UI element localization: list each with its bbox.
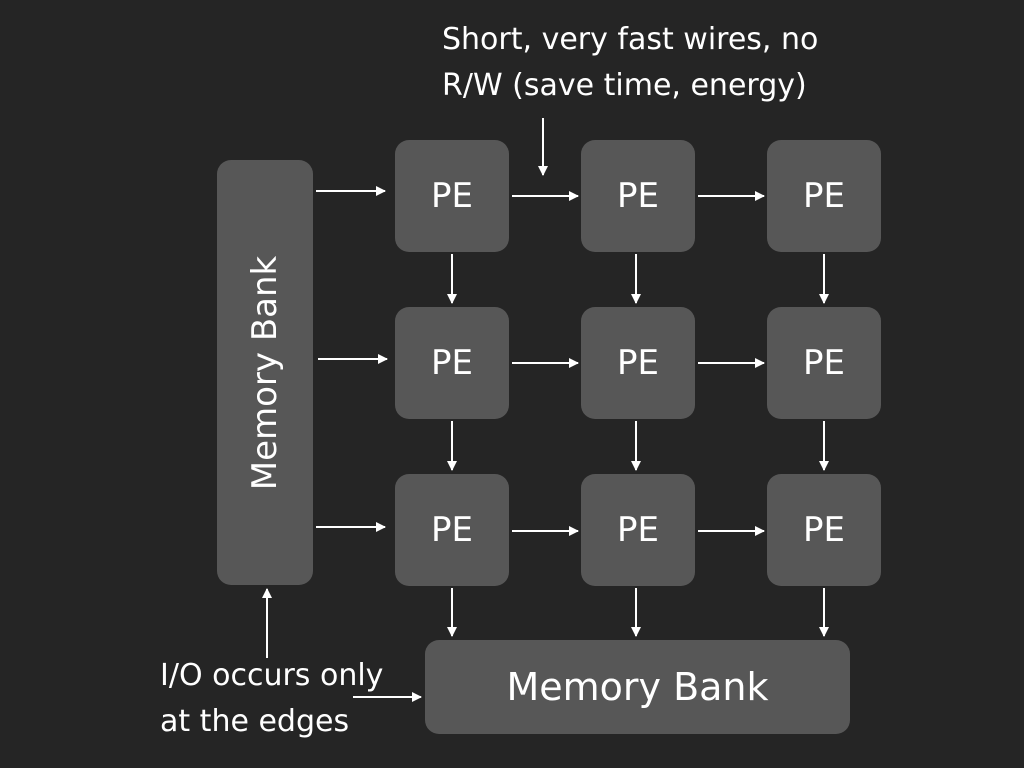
- pe-r1-c2: PE: [581, 140, 695, 252]
- annotation-wires-line2: R/W (save time, energy): [442, 68, 807, 103]
- pe-r2-c1: PE: [395, 307, 509, 419]
- memory-bank-left: Memory Bank: [217, 160, 313, 585]
- pe-r3-c3: PE: [767, 474, 881, 586]
- pe-r3-c1: PE: [395, 474, 509, 586]
- pe-r3-c2: PE: [581, 474, 695, 586]
- pe-r2-c3: PE: [767, 307, 881, 419]
- pe-r1-c3: PE: [767, 140, 881, 252]
- annotation-wires-line1: Short, very fast wires, no: [442, 22, 819, 57]
- pe-r1-c1: PE: [395, 140, 509, 252]
- annotation-io-line2: at the edges: [160, 704, 350, 739]
- pe-r2-c2: PE: [581, 307, 695, 419]
- memory-bank-bottom: Memory Bank: [425, 640, 850, 734]
- annotation-io-line1: I/O occurs only: [160, 658, 384, 693]
